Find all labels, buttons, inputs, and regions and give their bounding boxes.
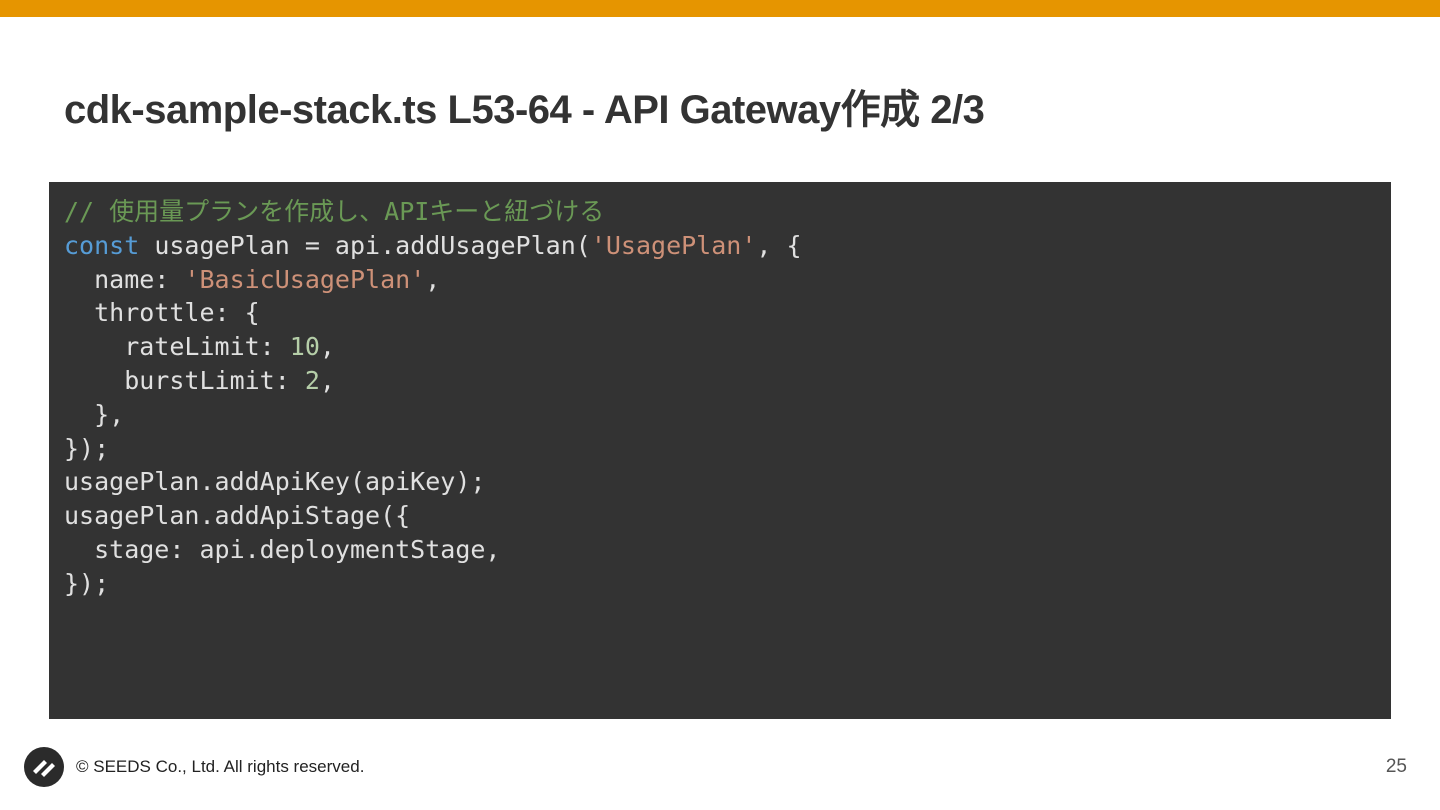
code-line: name: 'BasicUsagePlan', bbox=[64, 263, 1391, 297]
code-line: throttle: { bbox=[64, 296, 1391, 330]
code-token-string: 'BasicUsagePlan' bbox=[184, 264, 426, 294]
code-token-plain: , bbox=[319, 365, 335, 395]
code-token-number: 10 bbox=[289, 332, 320, 362]
footer-copyright: © SEEDS Co., Ltd. All rights reserved. bbox=[76, 757, 365, 776]
code-token-plain: usagePlan.addApiStage({ bbox=[64, 501, 411, 531]
code-token-plain: , bbox=[319, 332, 335, 362]
code-token-plain: }, bbox=[64, 399, 125, 429]
code-line: usagePlan.addApiKey(apiKey); bbox=[64, 465, 1391, 499]
code-token-string: 'UsagePlan' bbox=[590, 230, 757, 260]
code-token-plain: }); bbox=[64, 433, 110, 463]
code-token-plain: , { bbox=[756, 230, 802, 260]
page-number: 25 bbox=[1385, 756, 1407, 777]
code-line: rateLimit: 10, bbox=[64, 330, 1391, 364]
seeds-logo-icon bbox=[24, 747, 64, 787]
code-line: }); bbox=[64, 432, 1391, 466]
code-line: }); bbox=[64, 567, 1391, 601]
top-accent-bar bbox=[0, 0, 1440, 17]
code-line: burstLimit: 2, bbox=[64, 364, 1391, 398]
code-block: // 使用量プランを作成し、APIキーと紐づける const usagePlan … bbox=[49, 182, 1391, 719]
code-line: // 使用量プランを作成し、APIキーと紐づける bbox=[64, 195, 1391, 229]
code-line: const usagePlan = api.addUsagePlan('Usag… bbox=[64, 229, 1391, 263]
code-token-comment: // 使用量プランを作成し、APIキーと紐づける bbox=[64, 197, 605, 226]
code-line: }, bbox=[64, 398, 1391, 432]
code-token-number: 2 bbox=[304, 365, 320, 395]
slide-title: cdk-sample-stack.ts L53-64 - API Gateway… bbox=[64, 88, 985, 132]
code-token-plain: stage: api.deploymentStage, bbox=[64, 534, 501, 564]
code-line: usagePlan.addApiStage({ bbox=[64, 499, 1391, 533]
code-token-plain: rateLimit: bbox=[64, 332, 290, 362]
code-token-plain: throttle: { bbox=[64, 298, 260, 328]
code-line: stage: api.deploymentStage, bbox=[64, 533, 1391, 567]
code-token-plain: usagePlan.addApiKey(apiKey); bbox=[64, 467, 486, 497]
code-token-plain: usagePlan = api.addUsagePlan( bbox=[139, 230, 591, 260]
code-token-plain: burstLimit: bbox=[64, 365, 305, 395]
code-token-keyword: const bbox=[64, 230, 140, 260]
code-token-plain: name: bbox=[64, 264, 185, 294]
code-token-plain: }); bbox=[64, 568, 110, 598]
code-token-plain: , bbox=[425, 264, 441, 294]
